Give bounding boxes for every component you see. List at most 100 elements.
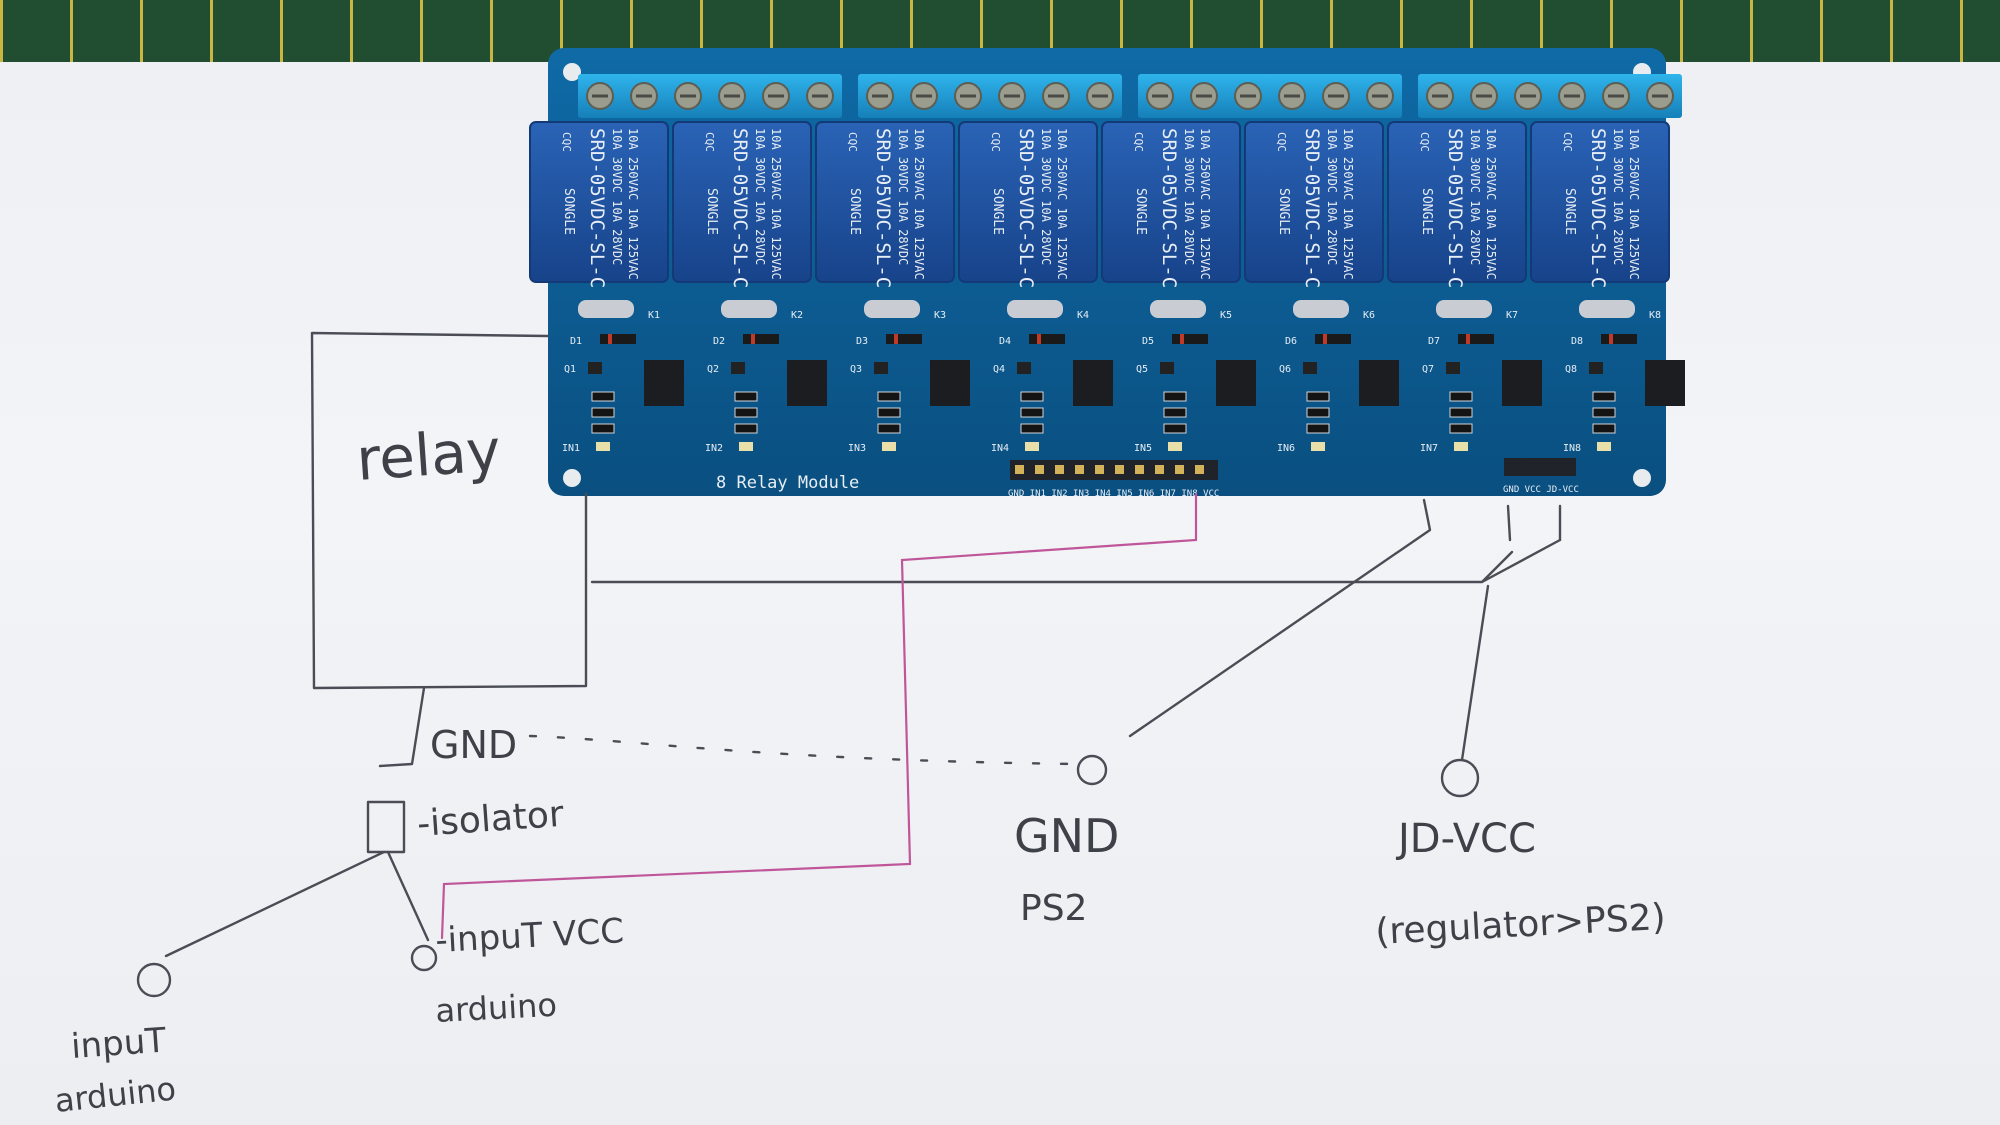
resistor [1306,407,1330,418]
resistor [877,407,901,418]
terminal-block [578,74,842,118]
relay-box-label: relay [354,416,503,494]
resistor [591,423,615,434]
relay-model: SRD-05VDC-SL-C [586,128,608,288]
header-pin [1155,465,1164,474]
diode [743,334,779,344]
resistor [1449,407,1473,418]
status-led [882,442,896,451]
transistor-label: Q5 [1136,364,1148,375]
header-pin [1175,465,1184,474]
relay-cert: CQC [560,132,573,152]
input-vcc-terminal [410,944,438,972]
relay-model: SRD-05VDC-SL-C [1301,128,1323,288]
relay-pin-pad [1007,300,1063,318]
relay-brand: SONGLE [990,188,1005,235]
resistor [591,407,615,418]
relay-cert: CQC [1418,132,1431,152]
relay-model: SRD-05VDC-SL-C [1158,128,1180,288]
diode-band [608,334,612,344]
pink-vcc-wire [440,492,1198,940]
resistor [734,423,758,434]
relay-pin-pad [721,300,777,318]
relay-body [1530,121,1670,283]
relay-rating-1: 10A 250VAC 10A 125VAC [626,128,640,280]
isolator-label: -isolator [416,794,565,845]
relay-brand: SONGLE [1419,188,1434,235]
jdvcc-sublabel: (regulator>PS2) [1374,897,1666,953]
input-arduino-terminal [136,962,172,998]
relay-rating-2: 10A 30VDC 10A 28VDC [753,128,767,265]
resistor [591,391,615,402]
terminal-block [1418,74,1682,118]
diode [1458,334,1494,344]
transistor-label: Q3 [850,364,862,375]
relay-model: SRD-05VDC-SL-C [729,128,751,288]
resistor [1020,391,1044,402]
transistor-label: Q4 [993,364,1005,375]
transistor-label: Q8 [1565,364,1577,375]
input-vcc-label: -inpuT VCC [434,911,625,961]
status-led [739,442,753,451]
transistor-label: Q2 [707,364,719,375]
status-led [1025,442,1039,451]
relay-label: K4 [1077,310,1089,321]
diode [1601,334,1637,344]
transistor [1446,362,1460,374]
relay-model: SRD-05VDC-SL-C [872,128,894,288]
gnd-ps2-sublabel: PS2 [1020,888,1087,929]
mount-hole [563,63,581,81]
header-pin [1035,465,1044,474]
transistor-label: Q6 [1279,364,1291,375]
relay-body [529,121,669,283]
jdvcc-line [1460,584,1490,762]
relay-brand: SONGLE [1133,188,1148,235]
relay-pin-pad [864,300,920,318]
resistor [1020,407,1044,418]
relay-label: K5 [1220,310,1232,321]
isolator-symbol [366,800,406,854]
diode-band [1323,334,1327,344]
relay-label: K2 [791,310,803,321]
relay-pin-pad [1150,300,1206,318]
gnd-ps2-label: GND [1014,809,1119,863]
header-pin [1135,465,1144,474]
led-label: IN7 [1420,443,1438,454]
resistor [1592,391,1616,402]
relay-rating-2: 10A 30VDC 10A 28VDC [1325,128,1339,265]
relay-rating-1: 10A 250VAC 10A 125VAC [1627,128,1641,280]
relay-rating-1: 10A 250VAC 10A 125VAC [912,128,926,280]
relay-brand: SONGLE [704,188,719,235]
pencil-sketch [136,331,1562,998]
header-pin [1195,465,1204,474]
relay-label: K7 [1506,310,1518,321]
led-label: IN8 [1563,443,1581,454]
optocoupler [1359,360,1399,406]
resistor [1449,423,1473,434]
status-led [1597,442,1611,451]
diode [886,334,922,344]
diode [1172,334,1208,344]
mount-hole [1633,469,1651,487]
mount-hole [563,469,581,487]
relay-brand: SONGLE [1562,188,1577,235]
led-label: IN6 [1277,443,1295,454]
relay-rating-2: 10A 30VDC 10A 28VDC [1611,128,1625,265]
resistor [1592,407,1616,418]
diode [1315,334,1351,344]
transistor [1160,362,1174,374]
optocoupler [1216,360,1256,406]
gnd-ps2-line [1128,498,1432,738]
relay-body [815,121,955,283]
relay-cert: CQC [989,132,1002,152]
